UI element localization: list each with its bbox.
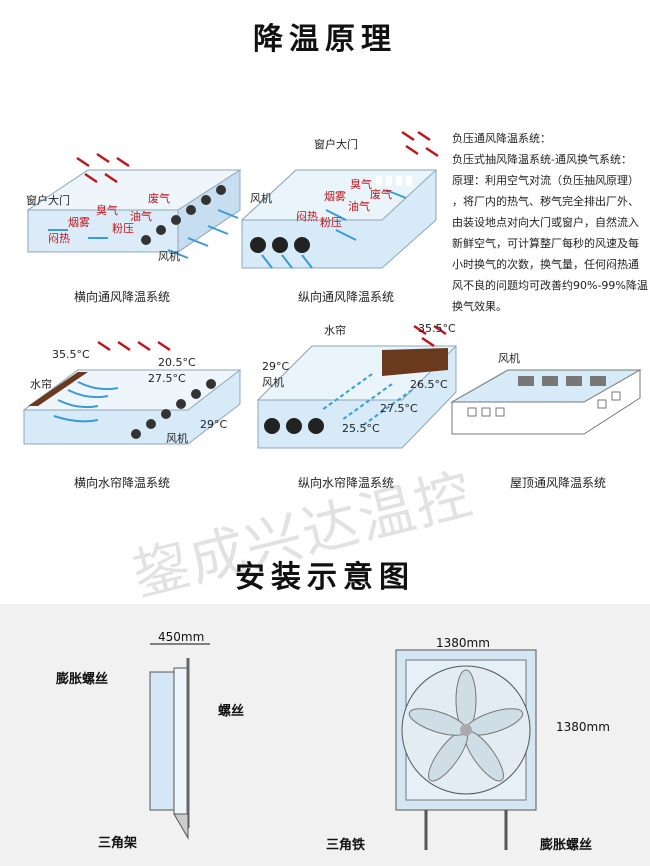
d2-hot-label: 闷热	[296, 210, 318, 223]
d3-temp-exhaust: 20.5°C	[158, 356, 196, 369]
desc-line: 小时换气的次数，换气量，任何闷热通	[452, 258, 639, 271]
d4-temp-a: 26.5°C	[410, 378, 448, 391]
d5-fan-label: 风机	[498, 352, 520, 365]
d4-caption: 纵向水帘降温系统	[298, 476, 395, 490]
d1-fan-label: 风机	[158, 250, 180, 263]
diagram-roof-ventilation	[450, 369, 642, 435]
diagram-horizontal-ventilation	[26, 169, 242, 259]
side-expansion-screw-label: 膨胀螺丝	[56, 672, 109, 687]
d4-temp-b: 27.5°C	[380, 402, 418, 415]
d1-hot-label: 闷热	[48, 232, 70, 245]
d2-window-door-label: 窗户大门	[314, 138, 358, 151]
front-angle-iron-label: 三角铁	[326, 838, 366, 853]
red-arrows-d2	[401, 130, 439, 158]
d5-caption: 屋顶通风降温系统	[510, 476, 607, 490]
d4-temp-outside: 35.5°C	[418, 322, 456, 335]
d1-caption: 横向通风降温系统	[74, 290, 171, 304]
red-arrows-d4	[413, 324, 447, 348]
title-cooling-principle: 降温原理	[253, 22, 397, 57]
desc-line: 风不良的问题均可改善约90%-99%降温	[452, 279, 648, 292]
d1-dust-label: 粉压	[112, 222, 134, 235]
d1-stink-label: 臭气	[96, 204, 118, 217]
d1-window-door-label: 窗户大门	[26, 194, 70, 207]
fan-row	[141, 185, 226, 245]
d3-fan-label: 风机	[166, 432, 188, 445]
d3-temp-fan: 29°C	[200, 418, 228, 431]
d4-fan-label: 风机	[262, 376, 284, 389]
d1-waste-label: 废气	[148, 192, 170, 205]
side-view-drawing	[149, 643, 210, 840]
front-expansion-screw-label: 膨胀螺丝	[540, 838, 593, 853]
system-description: 负压通风降温系统： 负压式抽风降温系统-通风换气系统： 原理：利用空气对流（负压…	[452, 128, 650, 317]
d3-curtain-label: 水帘	[30, 378, 52, 391]
d4-temp-fan: 29°C	[262, 360, 290, 373]
desc-line: 新鲜空气，可计算整厂每秒的风速及每	[452, 237, 639, 250]
d1-oil-label: 油气	[130, 210, 152, 223]
front-width-dimension: 1380mm	[436, 636, 490, 650]
front-height-dimension: 1380mm	[556, 720, 610, 734]
red-arrows-d3	[97, 340, 171, 352]
d4-curtain-label: 水帘	[324, 324, 346, 337]
d4-temp-c: 25.5°C	[342, 422, 380, 435]
side-bracket-label: 三角架	[98, 836, 138, 851]
d2-stink-label: 臭气	[350, 178, 372, 191]
diagram-horizontal-water-curtain	[22, 369, 242, 445]
desc-line: ，将厂内的热气、秽气完全排出厂外、	[452, 195, 639, 208]
d2-dust-label: 粉压	[320, 216, 342, 229]
desc-line: 负压式抽风降温系统-通风换气系统：	[452, 153, 632, 166]
d3-caption: 横向水帘降温系统	[74, 476, 171, 490]
airflow-arrows	[48, 209, 239, 259]
d1-smoke-label: 烟雾	[68, 216, 90, 229]
diagram-longitudinal-water-curtain	[256, 345, 458, 449]
roof-windows	[376, 176, 412, 186]
side-width-dimension: 450mm	[158, 630, 205, 644]
diagram-longitudinal-ventilation	[240, 169, 438, 269]
installation-panel	[0, 604, 650, 866]
desc-line: 原理：利用空气对流（负压抽风原理）	[452, 174, 639, 187]
fan-group	[250, 237, 310, 253]
title-installation: 安装示意图	[235, 560, 415, 595]
desc-line: 由装设地点对向大门或窗户，自然流入	[452, 216, 639, 229]
desc-line: 换气效果。	[452, 300, 507, 313]
d3-temp-inside: 27.5°C	[148, 372, 186, 385]
d2-fan-label: 风机	[250, 192, 272, 205]
side-screw-label: 螺丝	[218, 704, 245, 719]
water-curtain	[28, 372, 88, 406]
desc-line: 负压通风降温系统：	[452, 132, 551, 145]
d2-caption: 纵向通风降温系统	[298, 290, 395, 304]
d2-oil-label: 油气	[348, 200, 370, 213]
d2-smoke-label: 烟雾	[324, 190, 346, 203]
red-arrows-d1	[76, 152, 130, 184]
front-view-drawing	[395, 649, 537, 850]
d3-temp-outside: 35.5°C	[52, 348, 90, 361]
d2-waste-label: 废气	[370, 188, 392, 201]
water-curtain	[382, 348, 448, 376]
